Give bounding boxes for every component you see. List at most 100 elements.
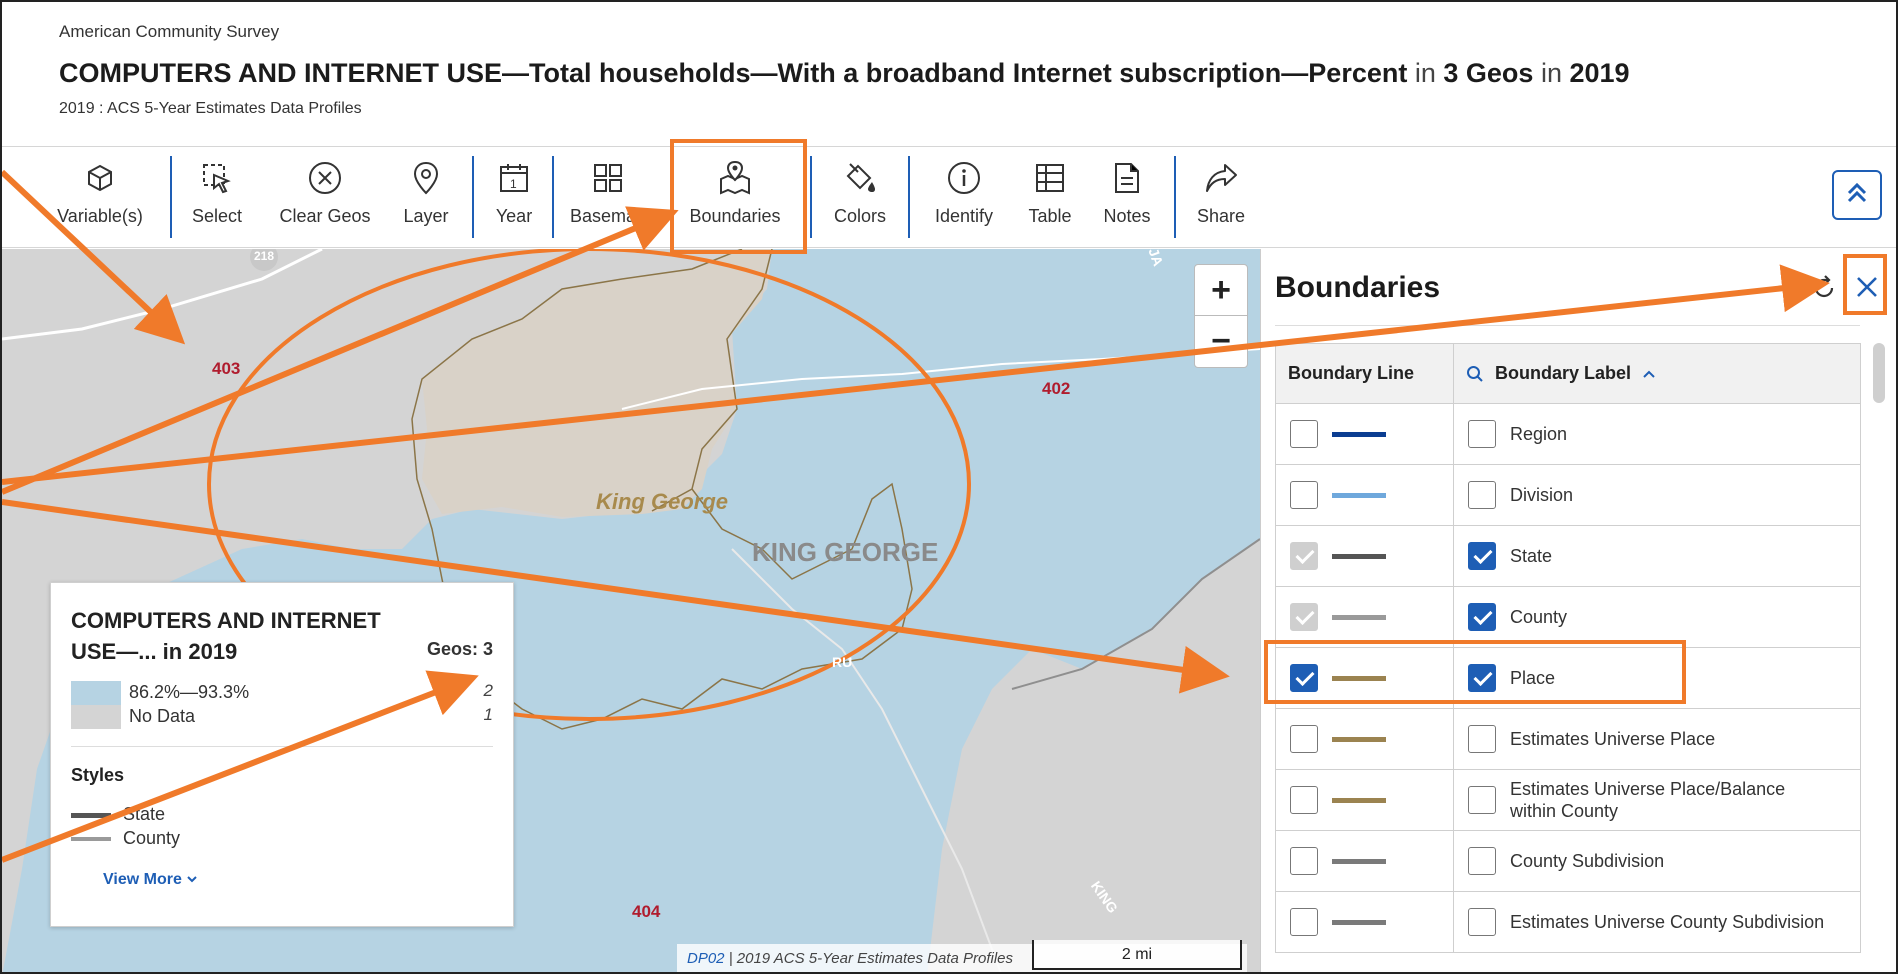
tool-boundaries[interactable]: Boundaries — [676, 156, 794, 240]
scale-label: 2 mi — [1121, 946, 1153, 963]
reset-button[interactable] — [1809, 274, 1839, 305]
boundary-line-checkbox — [1290, 603, 1318, 631]
boundary-label-checkbox[interactable] — [1468, 542, 1496, 570]
boundary-label-text: Estimates Universe Place/Balance within … — [1510, 779, 1786, 821]
collapse-header-button[interactable] — [1832, 170, 1882, 220]
title-in-2: in — [1540, 58, 1562, 88]
zoom-out-button[interactable]: − — [1211, 322, 1231, 360]
tool-share[interactable]: Share — [1188, 156, 1254, 240]
tool-clear-geos[interactable]: Clear Geos — [270, 156, 380, 240]
boundary-label-cell: Division — [1453, 464, 1861, 526]
close-panel-button[interactable] — [1846, 267, 1888, 311]
toolbar-divider — [908, 156, 910, 238]
boundary-line-checkbox[interactable] — [1290, 420, 1318, 448]
page-title: COMPUTERS AND INTERNET USE—Total househo… — [59, 58, 1630, 89]
legend-divider — [71, 746, 493, 747]
boundary-line-checkbox[interactable] — [1290, 786, 1318, 814]
toolbar-divider — [472, 156, 474, 238]
boundary-line-swatch — [1332, 797, 1386, 803]
boundary-label-checkbox[interactable] — [1468, 725, 1496, 753]
boundary-label-checkbox[interactable] — [1468, 603, 1496, 631]
legend-style-label: State — [123, 804, 166, 824]
tool-table[interactable]: Table — [1018, 156, 1082, 240]
table-icon — [1030, 156, 1070, 200]
attribution-link[interactable]: DP02 — [687, 950, 725, 967]
boundary-line-cell — [1275, 403, 1454, 465]
boundary-line-cell — [1275, 830, 1454, 892]
close-circle-icon — [305, 156, 345, 200]
boundary-line-swatch — [1332, 614, 1386, 620]
tool-notes[interactable]: Notes — [1092, 156, 1162, 240]
legend-item-label: No Data — [129, 706, 196, 726]
boundary-label-cell: County Subdivision — [1453, 830, 1861, 892]
legend-swatch — [71, 681, 121, 705]
zoom-in-button[interactable]: + — [1195, 265, 1247, 316]
boundary-label-checkbox[interactable] — [1468, 908, 1496, 936]
boundary-label-checkbox[interactable] — [1468, 786, 1496, 814]
panel-divider — [1275, 325, 1860, 326]
boundary-row: Estimates Universe County Subdivision — [1275, 891, 1861, 953]
county-label: KING GEORGE — [752, 537, 939, 567]
boundary-label-cell: Estimates Universe County Subdivision — [1453, 891, 1861, 953]
boundary-label-checkbox[interactable] — [1468, 664, 1496, 692]
boundary-line-swatch — [1332, 736, 1386, 742]
title-in-1: in — [1414, 58, 1436, 88]
boundary-line-cell — [1275, 708, 1454, 770]
grid-icon — [588, 156, 628, 200]
close-icon — [1853, 273, 1881, 306]
boundary-line-checkbox[interactable] — [1290, 908, 1318, 936]
tool-label: Variable(s) — [57, 206, 143, 226]
toolbar-divider — [1174, 156, 1176, 238]
boundary-row: County Subdivision — [1275, 830, 1861, 892]
region-label-403: 403 — [212, 359, 241, 378]
boundary-row: Estimates Universe Place/Balance within … — [1275, 769, 1861, 831]
tool-year[interactable]: 1 Year — [484, 156, 544, 240]
select-cursor-icon — [197, 156, 237, 200]
boundary-line-checkbox[interactable] — [1290, 664, 1318, 692]
tool-select[interactable]: Select — [182, 156, 252, 240]
survey-name: American Community Survey — [59, 22, 280, 41]
view-more-link[interactable]: View More — [103, 871, 198, 889]
tool-layer[interactable]: Layer — [396, 156, 456, 240]
tool-label: Select — [191, 206, 243, 226]
place-label: King George — [596, 489, 729, 514]
paint-bucket-icon — [840, 156, 880, 200]
region-label-402: 402 — [1042, 379, 1071, 398]
road-label: RU — [832, 654, 853, 670]
column-header-label-text: Boundary Label — [1495, 363, 1632, 383]
boundary-line-swatch — [1332, 431, 1386, 437]
tool-label: Table — [1028, 206, 1072, 226]
boundary-label-checkbox[interactable] — [1468, 847, 1496, 875]
cube-icon — [80, 156, 120, 200]
column-header-label[interactable]: Boundary Label — [1453, 343, 1861, 404]
boundary-line-checkbox[interactable] — [1290, 725, 1318, 753]
boundary-label-checkbox[interactable] — [1468, 481, 1496, 509]
tool-colors[interactable]: Colors — [822, 156, 898, 240]
title-geos: 3 Geos — [1443, 58, 1534, 88]
tool-variables[interactable]: Variable(s) — [50, 156, 150, 240]
boundary-line-cell — [1275, 464, 1454, 526]
boundary-line-checkbox[interactable] — [1290, 847, 1318, 875]
panel-scrollbar[interactable] — [1873, 343, 1885, 403]
boundary-label-cell: Region — [1453, 403, 1861, 465]
view-more-label: View More — [103, 871, 182, 888]
tool-identify[interactable]: Identify — [922, 156, 1006, 240]
legend-title: COMPUTERS AND INTERNET USE—... in 2019 — [71, 608, 381, 664]
tool-label: Colors — [833, 206, 886, 226]
zoom-control: + − — [1194, 264, 1248, 368]
boundary-row: County — [1275, 586, 1861, 648]
boundary-label-checkbox[interactable] — [1468, 420, 1496, 448]
boundary-line-checkbox[interactable] — [1290, 481, 1318, 509]
page-subtitle: 2019 : ACS 5-Year Estimates Data Profile… — [59, 100, 362, 117]
boundaries-panel: Boundaries Boundary Line Bou — [1260, 249, 1896, 972]
boundary-label-cell: Place — [1453, 647, 1861, 709]
title-variable: COMPUTERS AND INTERNET USE—Total househo… — [59, 58, 1408, 88]
boundary-row: Place — [1275, 647, 1861, 709]
region-label-404: 404 — [632, 902, 661, 921]
boundary-line-cell — [1275, 525, 1454, 587]
tool-basemap[interactable]: Basemap — [558, 156, 658, 240]
tool-label: Share — [1196, 206, 1246, 226]
